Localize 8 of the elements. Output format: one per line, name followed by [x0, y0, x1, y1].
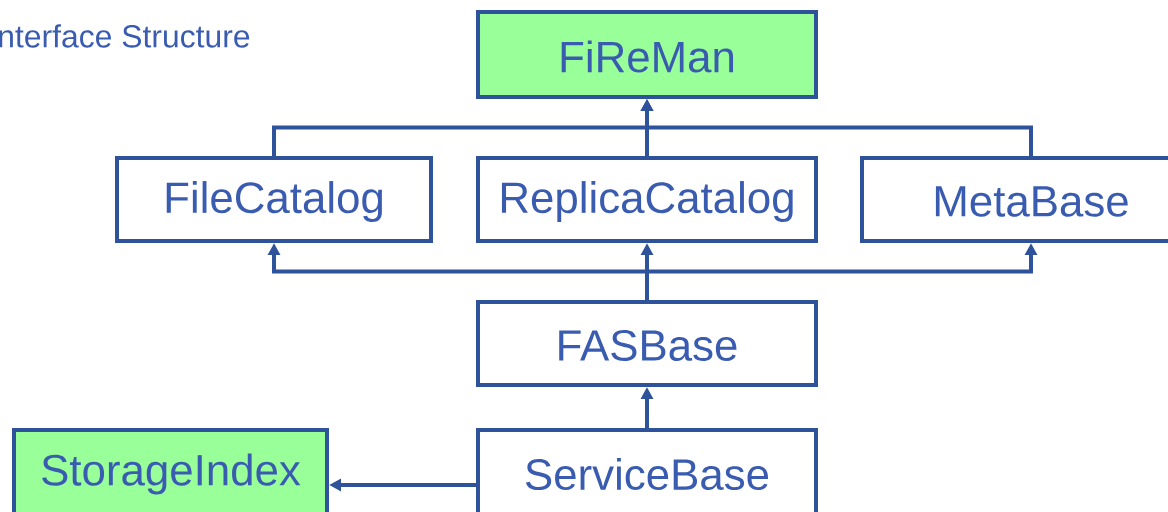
class-box: StorageIndex	[12, 428, 329, 512]
class-box: ReplicaCatalog	[476, 156, 818, 243]
class-box: FileCatalog	[115, 156, 433, 243]
class-box: FASBase	[476, 300, 818, 387]
class-box: ServiceBase	[476, 428, 818, 512]
title: nterface Structure	[0, 24, 250, 48]
class-box: FiReMan	[476, 10, 818, 99]
class-box: MetaBase	[860, 156, 1168, 243]
